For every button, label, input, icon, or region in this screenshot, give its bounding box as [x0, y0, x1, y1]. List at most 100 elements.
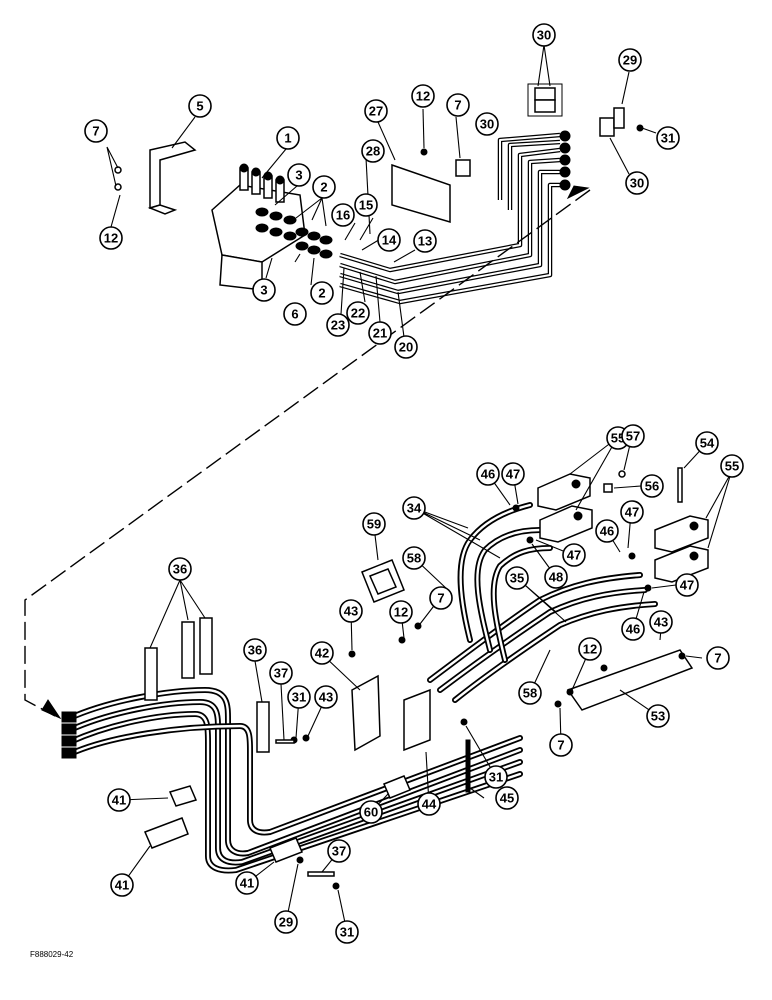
callout-42: 42: [310, 641, 334, 665]
callout-41: 41: [110, 873, 134, 897]
callout-7: 7: [84, 119, 108, 143]
callout-3: 3: [287, 163, 311, 187]
svg-text:13: 13: [418, 234, 432, 249]
svg-text:12: 12: [104, 231, 118, 246]
callout-57: 57: [621, 424, 645, 448]
nut-57: [618, 470, 626, 478]
svg-text:37: 37: [332, 844, 346, 859]
svg-text:20: 20: [399, 340, 413, 355]
svg-text:46: 46: [481, 467, 495, 482]
svg-text:46: 46: [626, 622, 640, 637]
callout-21: 21: [368, 321, 392, 345]
plate-27: [391, 163, 451, 224]
clamp-30-right: [599, 117, 615, 137]
callout-29: 29: [274, 910, 298, 934]
callout-36: 36: [243, 638, 267, 662]
callout-46: 46: [476, 462, 500, 486]
callout-2: 2: [312, 175, 336, 199]
tube-end-fittings: [559, 130, 571, 191]
svg-text:3: 3: [295, 168, 302, 183]
callout-41: 41: [235, 871, 259, 895]
leader-lines: [106, 44, 732, 933]
callout-47: 47: [562, 543, 586, 567]
svg-text:29: 29: [279, 915, 293, 930]
svg-text:31: 31: [292, 690, 306, 705]
callout-43: 43: [339, 599, 363, 623]
callout-22: 22: [346, 301, 370, 325]
svg-text:57: 57: [626, 429, 640, 444]
callout-56: 56: [640, 474, 664, 498]
callout-60: 60: [359, 800, 383, 824]
svg-text:28: 28: [366, 144, 380, 159]
callout-48: 48: [544, 565, 568, 589]
callout-1: 1: [276, 126, 300, 150]
callout-31: 31: [484, 765, 508, 789]
svg-text:36: 36: [248, 643, 262, 658]
callout-29: 29: [618, 48, 642, 72]
callout-13: 13: [413, 229, 437, 253]
bar-53: [566, 649, 694, 711]
svg-text:15: 15: [359, 198, 373, 213]
callout-30: 30: [475, 112, 499, 136]
svg-text:41: 41: [115, 878, 129, 893]
svg-text:58: 58: [523, 686, 537, 701]
svg-text:12: 12: [416, 89, 430, 104]
svg-text:43: 43: [654, 615, 668, 630]
gasket-59: [361, 559, 405, 603]
callout-37: 37: [327, 839, 351, 863]
callout-28: 28: [361, 139, 385, 163]
svg-text:5: 5: [196, 99, 203, 114]
block-60: [383, 775, 411, 799]
callout-37: 37: [269, 661, 293, 685]
svg-text:16: 16: [336, 208, 350, 223]
svg-text:30: 30: [480, 117, 494, 132]
svg-text:42: 42: [315, 646, 329, 661]
steel-tubes: [339, 132, 562, 305]
callout-3: 3: [252, 278, 276, 302]
svg-text:54: 54: [700, 436, 715, 451]
clamps-36: [144, 617, 270, 753]
svg-text:2: 2: [320, 180, 327, 195]
callout-58: 58: [402, 546, 426, 570]
svg-text:22: 22: [351, 306, 365, 321]
svg-text:48: 48: [549, 570, 563, 585]
callout-54: 54: [695, 431, 719, 455]
svg-text:47: 47: [680, 578, 694, 593]
callout-23: 23: [326, 313, 350, 337]
svg-text:31: 31: [661, 131, 675, 146]
svg-text:43: 43: [319, 690, 333, 705]
support-44: [403, 688, 431, 752]
callout-46: 46: [595, 519, 619, 543]
svg-text:59: 59: [367, 517, 381, 532]
callout-12: 12: [411, 84, 435, 108]
control-valve-assembly: [211, 163, 333, 291]
dashed-connection-line: [24, 185, 591, 720]
callout-34: 34: [402, 496, 426, 520]
callout-31: 31: [656, 126, 680, 150]
svg-text:12: 12: [394, 605, 408, 620]
svg-text:55: 55: [725, 459, 739, 474]
svg-text:43: 43: [344, 604, 358, 619]
svg-text:47: 47: [567, 548, 581, 563]
callout-7: 7: [429, 586, 453, 610]
svg-text:7: 7: [557, 738, 564, 753]
svg-text:47: 47: [506, 467, 520, 482]
svg-text:45: 45: [500, 791, 514, 806]
svg-text:29: 29: [623, 53, 637, 68]
callout-45: 45: [495, 786, 519, 810]
svg-text:58: 58: [407, 551, 421, 566]
callout-12: 12: [578, 637, 602, 661]
svg-text:27: 27: [369, 104, 383, 119]
callout-36: 36: [168, 557, 192, 581]
callout-7: 7: [446, 93, 470, 117]
svg-text:41: 41: [112, 793, 126, 808]
callout-20: 20: [394, 335, 418, 359]
couplers-55: [537, 473, 709, 583]
callout-12: 12: [99, 226, 123, 250]
callout-16: 16: [331, 203, 355, 227]
svg-text:34: 34: [407, 501, 422, 516]
hose-end-fittings-left: [61, 711, 77, 759]
hose-bundle: [67, 687, 523, 874]
svg-text:23: 23: [331, 318, 345, 333]
